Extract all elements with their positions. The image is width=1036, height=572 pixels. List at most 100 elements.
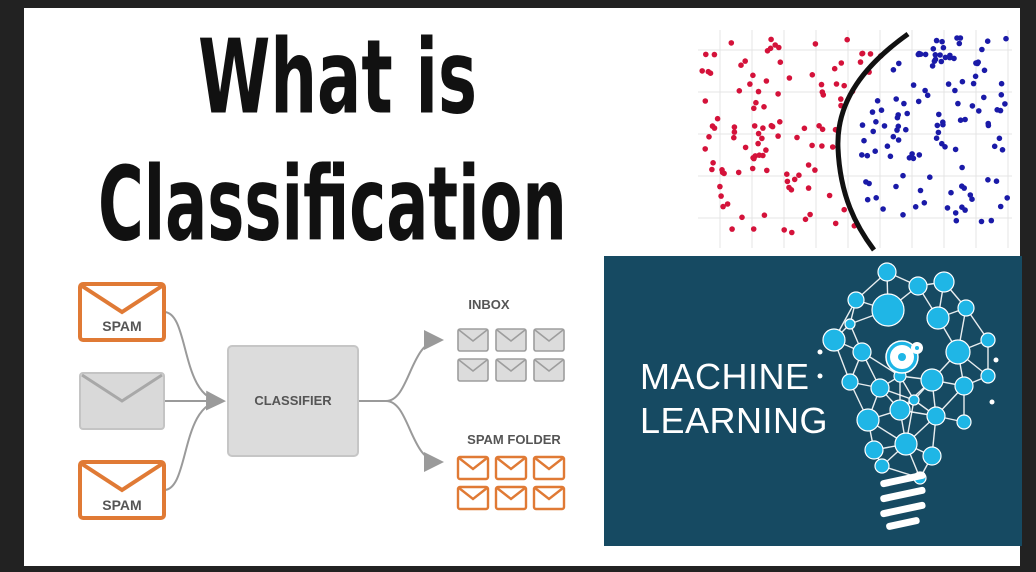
envelope-icon (533, 358, 565, 382)
red-point (789, 229, 795, 236)
blue-point (955, 100, 961, 107)
blue-point (937, 52, 943, 58)
blue-point (929, 63, 936, 69)
red-point (703, 51, 709, 58)
red-point (819, 143, 825, 149)
network-node (908, 276, 928, 296)
red-point (736, 88, 743, 94)
network-node (844, 318, 856, 330)
blue-point (939, 38, 945, 45)
input-connectors (163, 311, 226, 491)
blue-point (934, 122, 941, 129)
blue-point (927, 174, 933, 180)
red-point (761, 212, 768, 218)
red-point (805, 162, 812, 168)
blue-point (970, 80, 977, 87)
blue-point (893, 96, 899, 102)
red-point (729, 226, 735, 232)
red-point (764, 167, 770, 174)
blue-point (998, 80, 1005, 87)
network-node (894, 432, 918, 456)
red-point (724, 201, 731, 207)
blue-point (952, 210, 959, 216)
blue-point (910, 155, 917, 162)
red-point (809, 142, 815, 149)
blue-point (951, 55, 957, 62)
envelope-icon (532, 455, 566, 481)
red-point (801, 125, 808, 132)
blue-point (1002, 101, 1008, 107)
blue-point (895, 123, 902, 130)
blue-point (880, 206, 886, 212)
blue-point (959, 183, 965, 189)
red-point (718, 193, 724, 199)
red-point (763, 147, 769, 153)
red-point (710, 160, 716, 166)
red-point (819, 126, 826, 133)
spam-label: SPAM (102, 318, 141, 334)
red-point (818, 81, 825, 88)
red-point (775, 133, 781, 139)
classifier-label: CLASSIFIER (254, 393, 332, 408)
red-point (755, 88, 762, 95)
red-point (731, 124, 738, 130)
blue-point (901, 100, 907, 107)
red-point (768, 122, 775, 129)
network-node (856, 408, 880, 432)
red-point (812, 167, 818, 173)
blue-point (866, 180, 872, 187)
blue-point (973, 60, 979, 66)
red-point (731, 129, 738, 135)
inbox-folder (457, 328, 565, 382)
blue-point (938, 58, 945, 65)
blue-point (861, 137, 867, 144)
ml-panel-background (604, 256, 1022, 546)
blue-point (947, 52, 953, 59)
blue-point (903, 126, 909, 133)
envelope-icon (532, 485, 566, 511)
network-node (926, 306, 950, 330)
network-node (945, 339, 971, 365)
envelope-icon (457, 358, 489, 382)
red-point (702, 98, 709, 104)
red-point (794, 134, 800, 141)
red-point (767, 45, 774, 52)
blue-point (895, 137, 902, 143)
network-node (926, 406, 946, 426)
red-point (753, 99, 759, 106)
blue-point (932, 56, 939, 63)
envelope-icon (533, 328, 565, 352)
classifier-box: CLASSIFIER (227, 345, 359, 457)
envelope-icon (456, 485, 490, 511)
red-point (867, 51, 874, 57)
blue-point (873, 119, 879, 125)
network-node (908, 394, 920, 406)
blue-point (944, 205, 951, 211)
blue-point (996, 135, 1003, 142)
blue-point (953, 217, 960, 224)
blue-point (962, 116, 968, 123)
blue-point (878, 107, 885, 113)
red-point (711, 51, 718, 58)
blue-point (940, 44, 947, 51)
blue-point (997, 203, 1004, 210)
red-point (816, 123, 822, 129)
blue-point (887, 153, 894, 160)
blue-point (957, 117, 964, 123)
blue-point (924, 92, 931, 99)
blue-point (1003, 35, 1009, 42)
red-point (706, 134, 712, 140)
blue-point (900, 172, 906, 179)
blue-point (900, 212, 906, 218)
blue-point (991, 143, 998, 150)
blue-point (952, 87, 958, 94)
red-point (784, 178, 791, 185)
envelope-icon (495, 358, 527, 382)
network-node (920, 368, 944, 392)
blue-point (945, 81, 952, 87)
blue-point (981, 94, 987, 101)
spam-envelope-icon: SPAM (78, 460, 166, 520)
network-node (870, 378, 890, 398)
red-point (717, 183, 723, 190)
envelope-icon (494, 455, 528, 481)
